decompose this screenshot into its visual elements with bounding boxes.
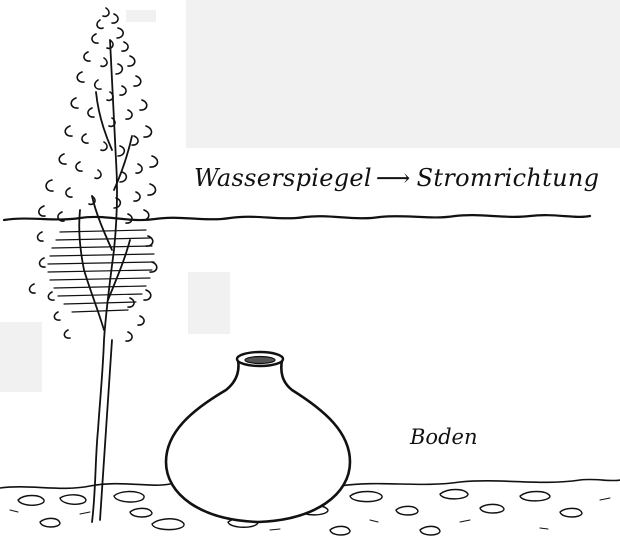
ground-label: Boden (410, 425, 478, 449)
jar-shape (164, 350, 352, 524)
ground-line (0, 478, 620, 490)
right-arrow-icon: ⟶ (375, 164, 411, 192)
flow-direction-text: Stromrichtung (416, 164, 600, 192)
water-surface-text: Wasserspiegel (194, 164, 372, 192)
foliage-hatching (47, 229, 155, 313)
scan-patch-top (186, 0, 620, 148)
plant-foliage (28, 7, 159, 342)
scan-patch-topleft (126, 10, 156, 22)
water-surface-label: Wasserspiegel⟶Stromrichtung (194, 166, 599, 190)
water-surface-line (2, 214, 592, 222)
scan-patch-left (0, 322, 42, 392)
scan-patch-mid (188, 272, 230, 334)
